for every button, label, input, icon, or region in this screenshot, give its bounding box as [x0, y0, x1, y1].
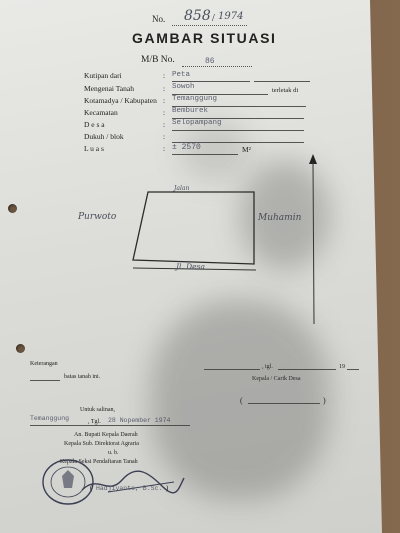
tgl-label: , tgl.: [262, 364, 273, 370]
land-parcel-sketch: [132, 191, 257, 271]
year-prefix: 19: [339, 364, 345, 370]
punch-hole-top: [8, 204, 17, 213]
ub-label: u. b.: [108, 450, 119, 456]
signer-name: Hadjiyanto, B.Sc.: [96, 485, 163, 492]
number-value: 858: [184, 8, 211, 24]
field-label-kabupaten: Kotamadya / Kabupaten: [84, 96, 157, 105]
number-label: No.: [152, 14, 166, 24]
kepala-sub-label: Kepala Sub. Direktorat Agraria: [64, 441, 139, 447]
field-label-luas: L u a s: [84, 144, 104, 153]
boundary-right: Muhamin: [258, 213, 302, 223]
field-value-kabupaten: Temanggung: [172, 95, 218, 103]
field-label-kutipan: Kutipan dari: [84, 71, 122, 80]
mb-number-value: 86: [205, 57, 215, 66]
field-value-kutipan: Peta: [172, 71, 191, 79]
boundary-top: Jalan: [174, 185, 190, 192]
mb-number-label: M/B No.: [141, 55, 175, 65]
hand-shadow-3: [180, 120, 250, 180]
keterangan-label: Keterangan: [30, 361, 58, 367]
number-year: 1974: [218, 11, 244, 22]
salinan-date: 28 Nopember 1974: [108, 417, 171, 424]
batas-label: batas tanah ini.: [64, 374, 101, 380]
field-label-kecamatan: Kecamatan: [84, 108, 118, 117]
document-title: GAMBAR SITUASI: [132, 30, 277, 46]
field-value-kecamatan: Bemburek: [172, 107, 209, 115]
kepala-seksi-label: Kepala Seksi Pendaftaran Tanah: [60, 459, 138, 465]
hand-shadow-1: [240, 160, 330, 270]
an-bupati-label: An. Bupati Kepala Daerah: [74, 432, 138, 438]
boundary-left: Purwoto: [78, 212, 117, 222]
official-stamp-icon: [42, 459, 94, 505]
untuk-salinan-label: Untuk salinan,: [80, 407, 115, 413]
signature-icon: [81, 470, 185, 494]
north-arrow-icon: [309, 154, 317, 325]
field-label-desa: D e s a: [84, 120, 105, 129]
salinan-place: Temanggung: [30, 415, 70, 422]
field-suffix-terletak: terletak di: [272, 87, 299, 94]
field-value-mengenai: Sowoh: [172, 83, 195, 91]
kepala-desa-label: Kepala / Carik Desa: [252, 376, 301, 382]
field-label-mengenai: Mengenai Tanah: [84, 84, 134, 93]
boundary-bottom: Jl. Desa: [176, 262, 205, 271]
hand-shadow-2: [150, 300, 330, 500]
field-unit-luas: M²: [242, 145, 251, 154]
punch-hole-bottom: [16, 344, 25, 353]
field-value-luas: ± 2570: [172, 143, 201, 152]
field-label-dukuh: Dukuh / blok: [84, 132, 124, 141]
field-value-desa: Selopampang: [172, 119, 222, 127]
document-sheet: [0, 0, 382, 533]
